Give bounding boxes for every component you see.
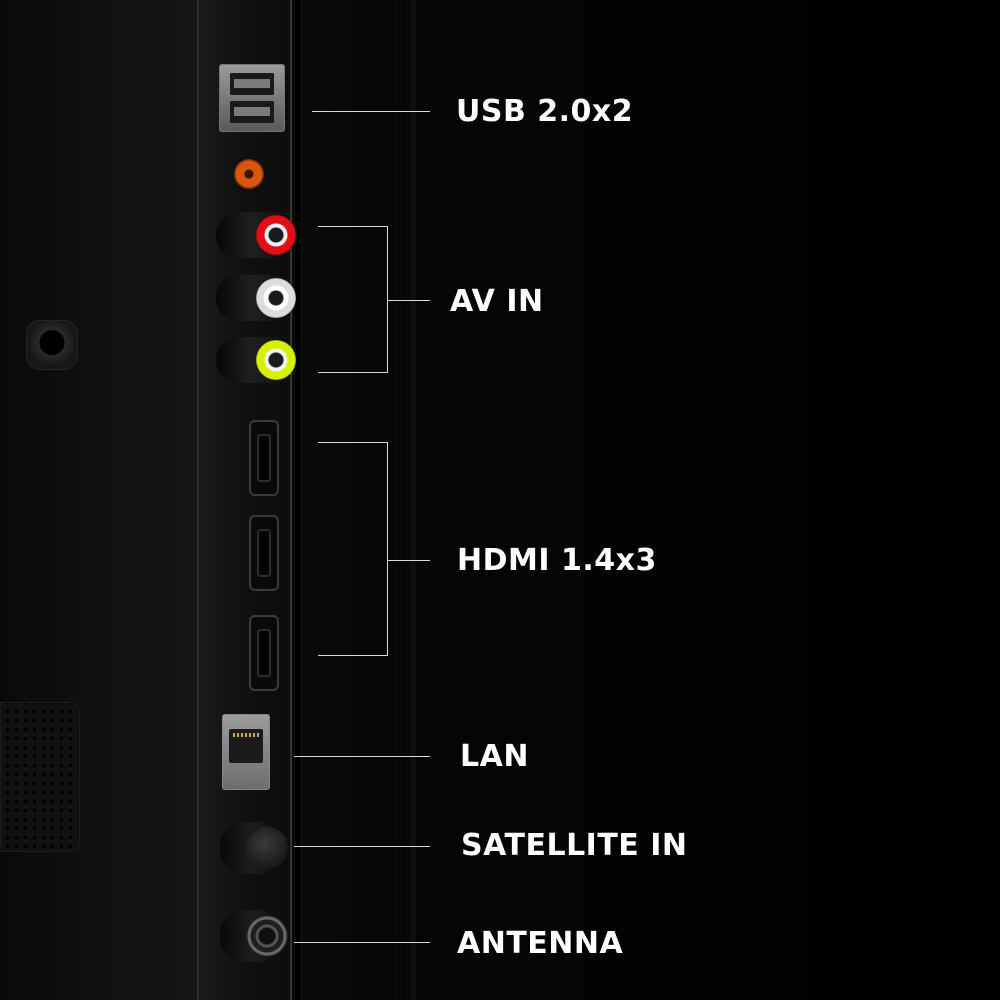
panel-edge-left [197, 0, 199, 1000]
rca-white-jack-icon [216, 275, 296, 321]
hdmi-leader-line [388, 560, 430, 561]
usb-label: USB 2.0x2 [456, 94, 634, 129]
rca-white-ring [256, 278, 296, 318]
usb-slot-bottom [230, 101, 274, 123]
hdmi-bracket-vertical [387, 442, 388, 656]
panel-edge-right [290, 0, 292, 1000]
antenna-leader-line [294, 942, 430, 943]
usb-leader-line [312, 111, 430, 112]
hdmi-port-icon [249, 615, 279, 691]
av-bracket-bottom [318, 372, 388, 373]
rca-red-ring [256, 215, 296, 255]
lan-leader-line [294, 756, 430, 757]
rca-yellow-ring [256, 340, 296, 380]
speaker-grille-icon [0, 702, 80, 852]
usb-slot-top [230, 73, 274, 95]
audio-out-port-icon [234, 159, 264, 189]
stand-edge [394, 0, 402, 1000]
antenna-coax-port-icon [220, 910, 288, 962]
usb-port-icon [219, 64, 285, 132]
satellite-leader-line [294, 846, 430, 847]
rca-red-jack-icon [216, 212, 296, 258]
antenna-coax-cap [246, 915, 288, 957]
satellite-coax-cap [246, 827, 288, 869]
rear-mount-jack-icon [26, 320, 78, 370]
hdmi-bracket-bottom [318, 655, 388, 656]
av-in-label: AV IN [450, 284, 544, 319]
stand-edge-inner [410, 0, 416, 1000]
av-bracket-vertical [387, 226, 388, 373]
av-bracket-top [318, 226, 388, 227]
background-shadow [300, 0, 1000, 1000]
hdmi-port-icon [249, 515, 279, 591]
satellite-in-label: SATELLITE IN [461, 828, 688, 863]
hdmi-label: HDMI 1.4x3 [457, 543, 657, 578]
satellite-coax-port-icon [220, 822, 288, 874]
antenna-label: ANTENNA [457, 926, 624, 961]
av-leader-line [388, 300, 430, 301]
hdmi-port-icon [249, 420, 279, 496]
lan-port-icon [222, 714, 270, 790]
lan-label: LAN [460, 739, 529, 774]
hdmi-bracket-top [318, 442, 388, 443]
rca-yellow-jack-icon [216, 337, 296, 383]
